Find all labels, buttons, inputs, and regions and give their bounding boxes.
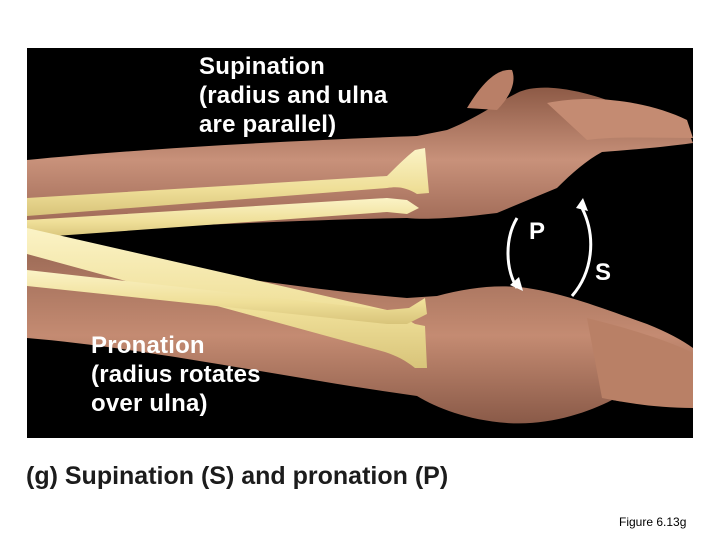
radius-bone-parallel xyxy=(27,148,429,216)
forearm-photo: Supination (radius and ulna are parallel… xyxy=(27,48,693,438)
supinated-fingers xyxy=(547,99,693,140)
pronated-fingers xyxy=(587,318,693,408)
supination-arrow xyxy=(570,207,593,297)
forearm-illustration xyxy=(27,69,693,424)
supinated-thumb xyxy=(467,69,514,110)
pronation-label: Pronation (radius rotates over ulna) xyxy=(91,332,261,417)
ulna-bone-parallel xyxy=(27,198,419,238)
figure-reference: Figure 6.13g xyxy=(619,515,687,529)
supination-arrowhead-icon xyxy=(576,198,588,211)
pronation-letter: P xyxy=(529,218,546,245)
pronation-arrowhead-icon xyxy=(510,277,523,291)
supination-label: Supination (radius and ulna are parallel… xyxy=(199,53,388,138)
supination-letter: S xyxy=(595,259,612,286)
pronation-arrow xyxy=(506,217,519,289)
figure-caption: (g) Supination (S) and pronation (P) xyxy=(26,462,449,490)
ulna-bone-crossed xyxy=(27,270,427,324)
